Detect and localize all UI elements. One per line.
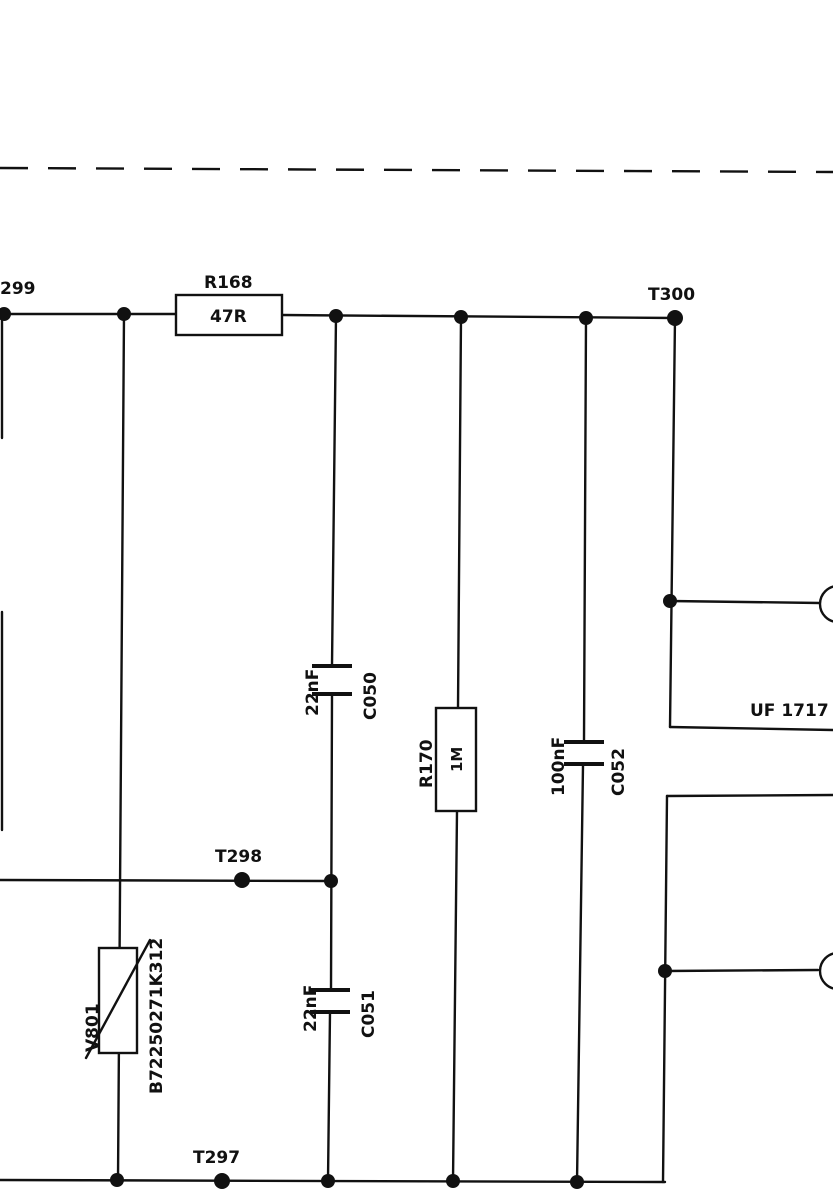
label-r168-value: 47R bbox=[210, 307, 247, 327]
label-t299: 299 bbox=[0, 279, 36, 299]
top-rail bbox=[2, 312, 677, 320]
capacitor-c052 bbox=[564, 740, 604, 766]
label-r170-value: 1M bbox=[448, 747, 466, 772]
r170-wire bbox=[451, 315, 463, 1183]
label-c051-value: 22nF bbox=[301, 985, 321, 1032]
t298-wire bbox=[0, 878, 334, 883]
c052-wire bbox=[575, 316, 588, 1184]
label-r170-ref: R170 bbox=[417, 739, 437, 788]
junction-nodes bbox=[0, 307, 683, 1189]
resistor-r170 bbox=[434, 706, 478, 813]
label-uf1717: UF 1717 bbox=[750, 701, 829, 721]
label-c052-ref: C052 bbox=[609, 748, 629, 796]
label-c052-value: 100nF bbox=[549, 737, 569, 796]
label-c050-ref: C050 bbox=[361, 672, 381, 720]
label-v801: V801 bbox=[83, 1003, 103, 1052]
label-t297: T297 bbox=[193, 1148, 240, 1168]
label-vdr-part: B72250271K312 bbox=[147, 938, 167, 1094]
connector-circle-bottom bbox=[818, 952, 833, 990]
label-c051-ref: C051 bbox=[359, 990, 379, 1038]
label-t298: T298 bbox=[215, 847, 262, 867]
label-r168: R168 bbox=[204, 273, 253, 293]
capacitor-chain-wire bbox=[326, 314, 338, 1182]
connector-circle-top bbox=[818, 585, 833, 623]
label-t300: T300 bbox=[648, 285, 695, 305]
capacitor-c050 bbox=[312, 664, 352, 696]
dashed-boundary-line bbox=[0, 166, 833, 174]
t300-right-wires bbox=[661, 316, 833, 1184]
resistor-r168 bbox=[174, 293, 284, 337]
label-c050-value: 22nF bbox=[303, 669, 323, 716]
capacitor-c051 bbox=[310, 988, 350, 1014]
varistor-v801 bbox=[84, 938, 152, 1060]
